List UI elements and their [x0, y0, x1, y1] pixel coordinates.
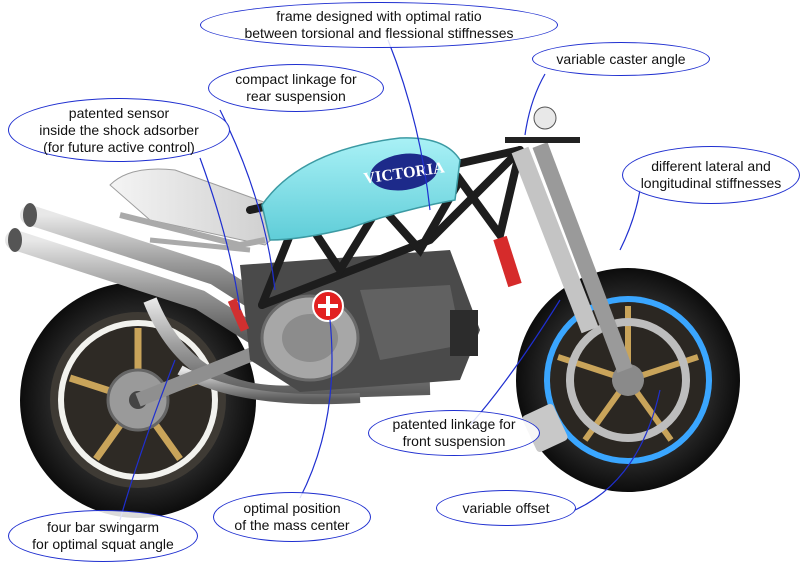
callout-lateral: different lateral and longitudinal stiff…: [622, 146, 800, 204]
mass-center-marker: [312, 290, 344, 322]
leader-frame: [387, 39, 431, 211]
callout-front-linkage: patented linkage for front suspension: [368, 410, 540, 456]
leader-offset: [574, 389, 661, 511]
leader-sensor: [199, 157, 241, 311]
leader-caster: [524, 73, 546, 136]
callout-frame: frame designed with optimal ratio betwee…: [200, 2, 558, 48]
callout-sensor: patented sensor inside the shock adsorbe…: [8, 98, 230, 162]
leader-front-linkage: [469, 299, 561, 426]
callout-offset: variable offset: [436, 490, 576, 526]
rear-shock: [227, 298, 250, 332]
fuel-tank: VICTORIA: [261, 137, 461, 241]
callout-linkage-rear: compact linkage for rear suspension: [208, 64, 384, 112]
leader-swingarm: [119, 359, 176, 521]
leader-mass-center: [299, 319, 333, 499]
callout-swingarm: four bar swingarm for optimal squat angl…: [8, 510, 198, 562]
callout-mass-center: optimal position of the mass center: [213, 492, 371, 542]
leader-lateral: [619, 189, 641, 251]
engine: [240, 250, 480, 392]
front-suspension: [493, 106, 633, 373]
callout-caster: variable caster angle: [532, 42, 710, 76]
leader-linkage-rear: [219, 109, 276, 291]
